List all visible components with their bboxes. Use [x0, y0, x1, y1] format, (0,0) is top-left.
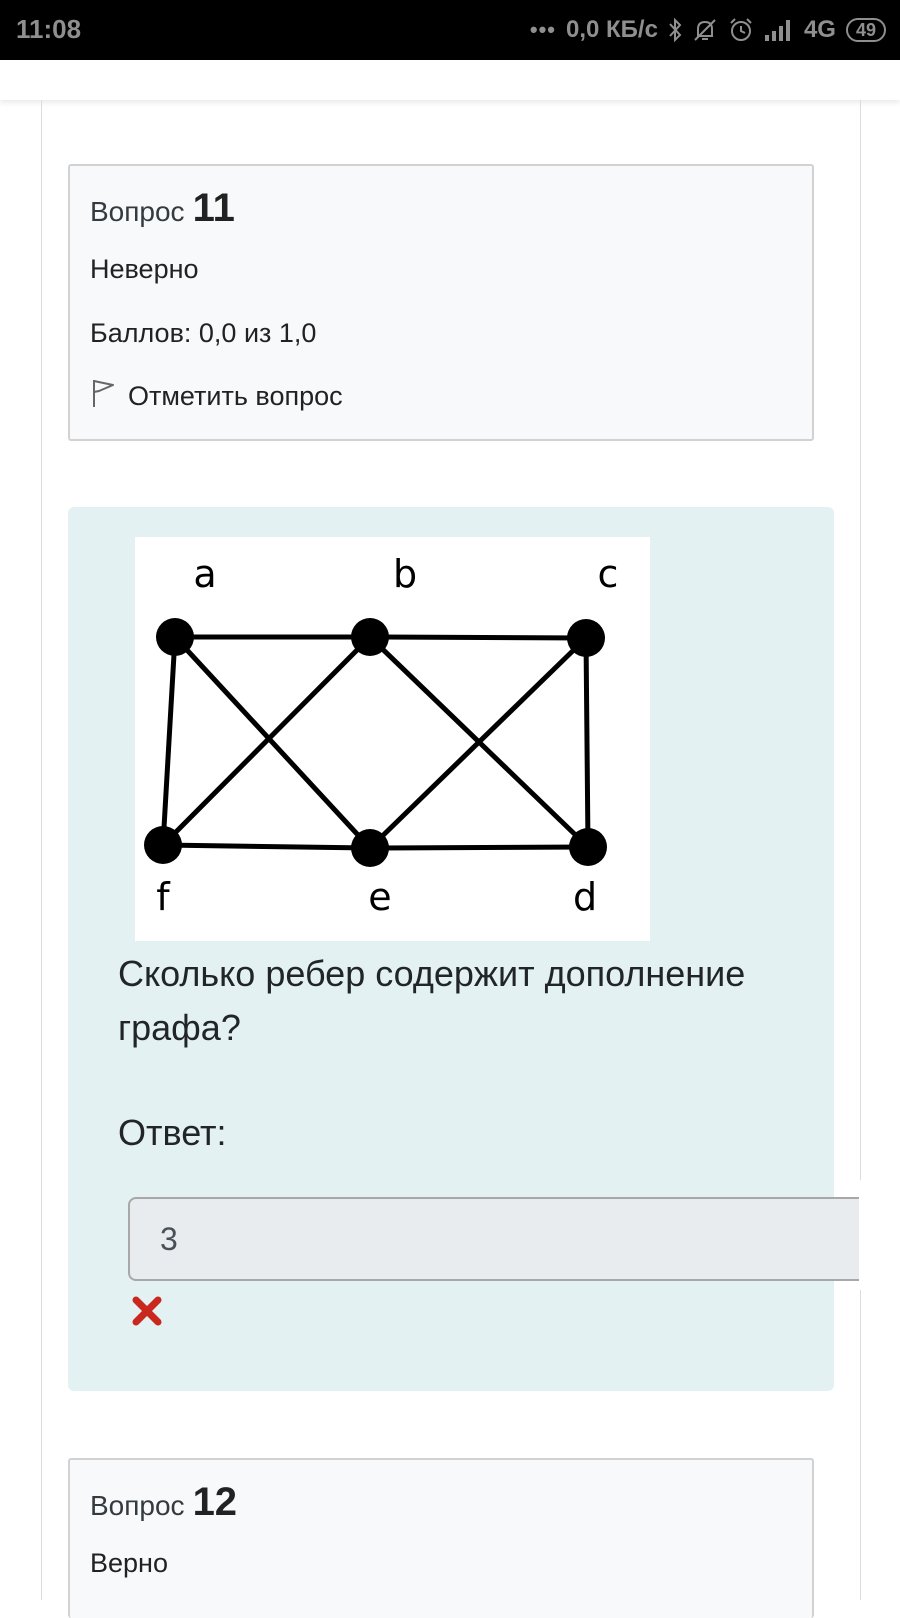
signal-icon: [764, 19, 794, 41]
graph-image: a b c f e d: [135, 537, 650, 941]
flag-question-label: Отметить вопрос: [128, 381, 343, 411]
answer-label: Ответ:: [118, 1112, 227, 1153]
node-label-c: c: [598, 552, 619, 596]
status-bar: 11:08 ••• 0,0 КБ/с 4G 49: [0, 0, 900, 60]
node-b: [351, 618, 389, 656]
status-indicators: ••• 0,0 КБ/с 4G 49: [530, 16, 886, 44]
graph-svg: a b c f e d: [144, 552, 619, 919]
question-text: Сколько ребер содержит дополнение графа?: [118, 953, 746, 1048]
edge-c-d: [583, 635, 591, 850]
page-frame: [41, 100, 861, 1600]
question-state: Верно: [90, 1548, 168, 1578]
edge-f-b: [160, 634, 373, 848]
question-state: Неверно: [90, 254, 199, 284]
flag-icon: [90, 378, 116, 415]
node-f: [144, 826, 182, 864]
node-label-e: e: [368, 875, 391, 919]
node-label-d: d: [573, 875, 597, 919]
question-content: a b c f e d Сколько ребер содержит допол…: [68, 507, 900, 1391]
node-c: [567, 619, 605, 657]
notifications-off-icon: [692, 17, 718, 43]
more-dots: •••: [529, 17, 556, 42]
node-a: [156, 618, 194, 656]
network-type: 4G: [803, 16, 836, 43]
bluetooth-icon: [668, 17, 682, 43]
question-grade: Баллов: 0,0 из 1,0: [90, 318, 317, 348]
status-time: 11:08: [16, 14, 82, 44]
answer-input[interactable]: [128, 1197, 900, 1281]
node-e: [351, 829, 389, 867]
battery-indicator: 49: [845, 18, 886, 42]
alarm-icon: [728, 17, 754, 43]
node-label-a: a: [193, 552, 216, 596]
page-edge: [859, 1180, 900, 1290]
node-label-b: b: [393, 552, 417, 596]
edge-f-e: [160, 842, 373, 851]
edge-a-f: [160, 634, 178, 848]
question-word: Вопрос: [90, 196, 185, 227]
node-d: [569, 828, 607, 866]
network-speed: 0,0 КБ/с: [566, 16, 658, 43]
edge-e-c: [367, 635, 589, 851]
cross-icon: [132, 1296, 162, 1326]
edge-e-d: [367, 844, 591, 851]
node-label-f: f: [156, 875, 171, 919]
question-number-value: 11: [192, 186, 235, 230]
flag-question-button[interactable]: Отметить вопрос: [90, 378, 343, 415]
edge-a-e: [172, 634, 373, 851]
page-header: [0, 60, 900, 100]
question-word: Вопрос: [90, 1490, 185, 1521]
edge-b-c: [367, 634, 589, 641]
question-number-value: 12: [192, 1480, 238, 1524]
